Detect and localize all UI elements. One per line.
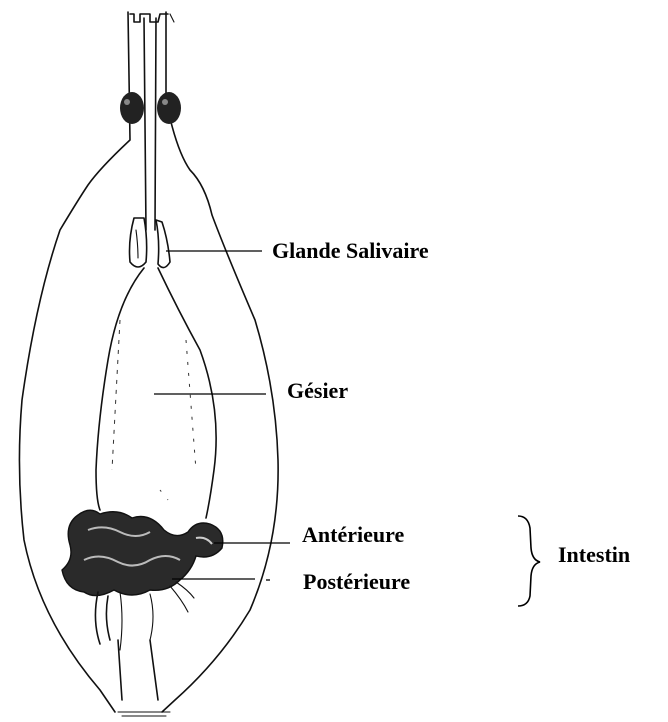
intestin-label: Intestin bbox=[558, 542, 630, 567]
gizzard bbox=[96, 268, 216, 518]
salivary-glands bbox=[130, 218, 171, 268]
intestine-drawing bbox=[62, 510, 223, 700]
intestin-brace bbox=[518, 516, 540, 606]
anterieure-label: Antérieure bbox=[302, 522, 404, 547]
posterieure-label: Postérieure bbox=[303, 569, 410, 594]
esophagus bbox=[144, 18, 156, 230]
glande-salivaire-label: Glande Salivaire bbox=[272, 238, 429, 263]
body-outline bbox=[19, 12, 278, 716]
head bbox=[130, 14, 174, 22]
gesier-label: Gésier bbox=[287, 378, 348, 403]
eyes bbox=[120, 92, 181, 124]
